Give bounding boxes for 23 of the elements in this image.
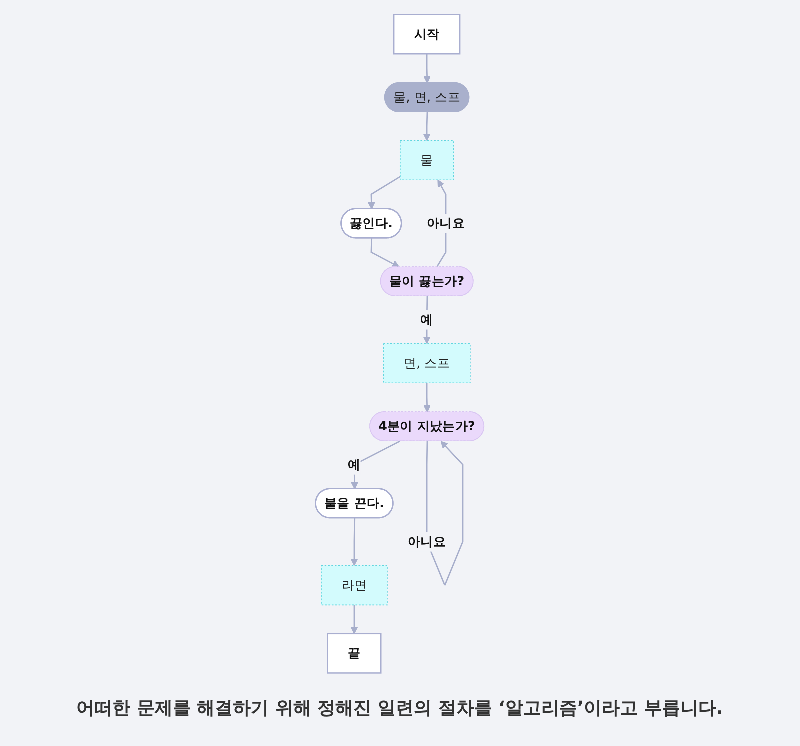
arrow [370,238,400,268]
decision-box: 물이 끓는가? [380,266,474,296]
caption: 어떠한 문제를 해결하기 위해 정해진 일련의 절차를 ‘알고리즘’이라고 부릅니다. [76,698,724,719]
arrow [423,112,431,142]
arrow [368,176,401,210]
decision-box: 4분이 지났는가? [370,411,485,442]
arrow [424,383,432,413]
input-box: 물, 면, 스프 [384,82,470,112]
data-box: 라면 [321,565,388,606]
arrow [424,54,432,84]
arrow [350,605,358,634]
arrow [350,518,358,566]
data-box: 면, 스프 [383,343,471,384]
arrow [351,440,400,490]
terminal-box: 끝 [327,633,382,674]
edge-label: 아니요 [408,532,446,552]
process-box: 끓인다. [340,208,402,239]
arrow [423,296,431,344]
edge-label: 예 [420,310,434,330]
process-box: 불을 끈다. [315,488,394,519]
terminal-box: 시작 [393,14,461,55]
data-box: 물 [400,140,454,181]
edge-label: 아니요 [427,214,466,233]
